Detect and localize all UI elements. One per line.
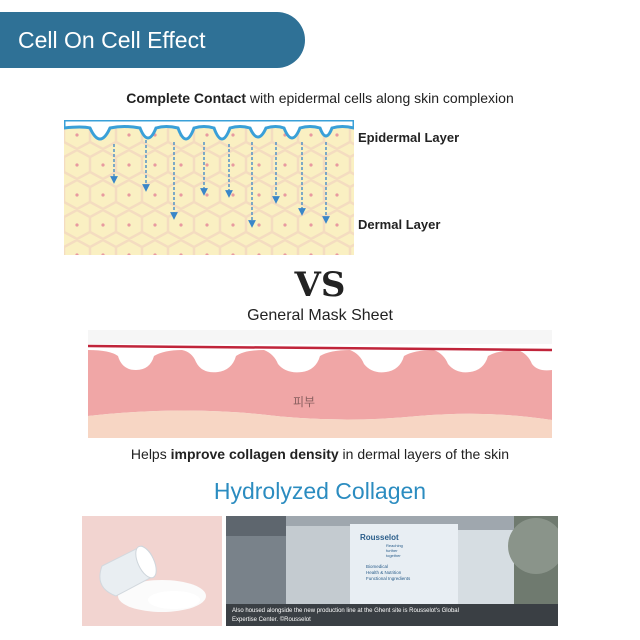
svg-text:Biomedical: Biomedical <box>366 564 388 569</box>
svg-text:further: further <box>386 548 398 553</box>
cell-on-cell-diagram <box>64 120 354 255</box>
general-mask-heading: General Mask Sheet <box>247 307 393 324</box>
penetration-arrows <box>110 140 330 228</box>
intro-text: Complete Contact with epidermal cells al… <box>0 90 640 106</box>
dermal-layer-label: Dermal Layer <box>358 217 441 232</box>
photo-caption-line1: Also housed alongside the new production… <box>232 608 459 614</box>
svg-text:Reaching: Reaching <box>386 543 403 548</box>
section-banner: Cell On Cell Effect <box>0 12 305 68</box>
svg-text:Functional Ingredients: Functional Ingredients <box>366 576 411 581</box>
intro-bold: Complete Contact <box>126 90 247 106</box>
epidermal-layer-label: Epidermal Layer <box>358 130 460 145</box>
cell-background <box>64 120 354 255</box>
hydrolyzed-collagen-heading: Hydrolyzed Collagen <box>213 478 427 504</box>
svg-text:together: together <box>386 553 401 558</box>
banner-title: Cell On Cell Effect <box>18 27 206 53</box>
skin-label: 피부 <box>293 395 315 409</box>
collagen-pre: Helps <box>130 446 171 462</box>
contact-sheet <box>64 120 354 141</box>
building-brand: Rousselot <box>360 533 399 542</box>
mask-sheet-line <box>88 344 552 352</box>
collagen-text: Helps improve collagen density in dermal… <box>0 446 640 462</box>
svg-text:Health & Nutrition: Health & Nutrition <box>366 570 402 575</box>
vs-heading: VS <box>294 265 346 305</box>
collagen-powder-photo <box>82 516 222 626</box>
general-mask-diagram: 피부 <box>88 330 552 438</box>
photo-caption-line2: Expertise Center. ©Rousselot <box>232 616 311 623</box>
collagen-bold: improve collagen density <box>170 446 339 462</box>
intro-rest: with epidermal cells along skin complexi… <box>246 90 514 106</box>
collagen-post: in dermal layers of the skin <box>338 446 510 462</box>
rousselot-building-photo: Rousselot Reaching further together Biom… <box>226 516 558 626</box>
